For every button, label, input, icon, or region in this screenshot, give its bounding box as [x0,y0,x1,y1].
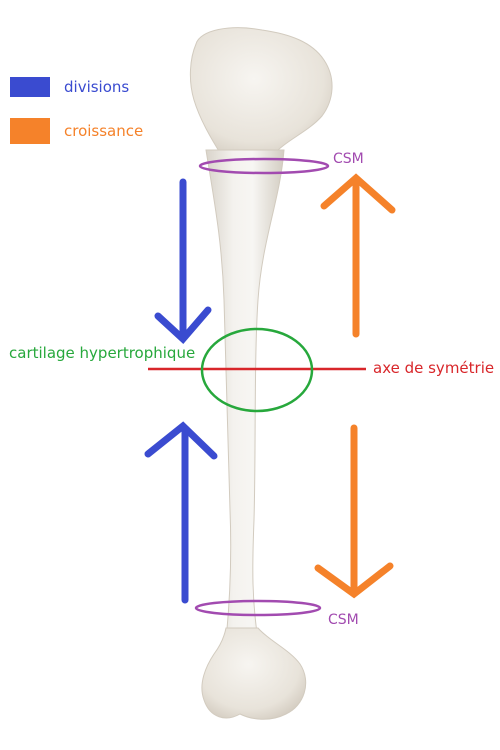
csm-ring-top [198,157,330,175]
axe-label: axe de symétrie [373,359,495,377]
cartilage-ellipse [200,327,314,413]
femur-bone [189,27,333,720]
bone-distal-epiphysis [201,627,307,720]
csm-label-top: CSM [333,151,364,167]
bone-diaphysis [205,149,285,641]
croissance-arrow-down [314,424,394,599]
bone-proximal-epiphysis [189,27,333,157]
legend-label-divisions: divisions [64,78,130,96]
csm-ring-bottom [194,599,322,617]
cartilage-label: cartilage hypertrophique [9,344,196,362]
legend-label-croissance: croissance [64,122,144,140]
blue-swatch-icon [10,77,50,97]
division-arrow-up [144,421,218,604]
csm-label-bottom: CSM [328,612,359,628]
croissance-arrow-up [320,173,396,338]
orange-swatch-icon [10,118,50,144]
division-arrow-down [154,178,212,345]
